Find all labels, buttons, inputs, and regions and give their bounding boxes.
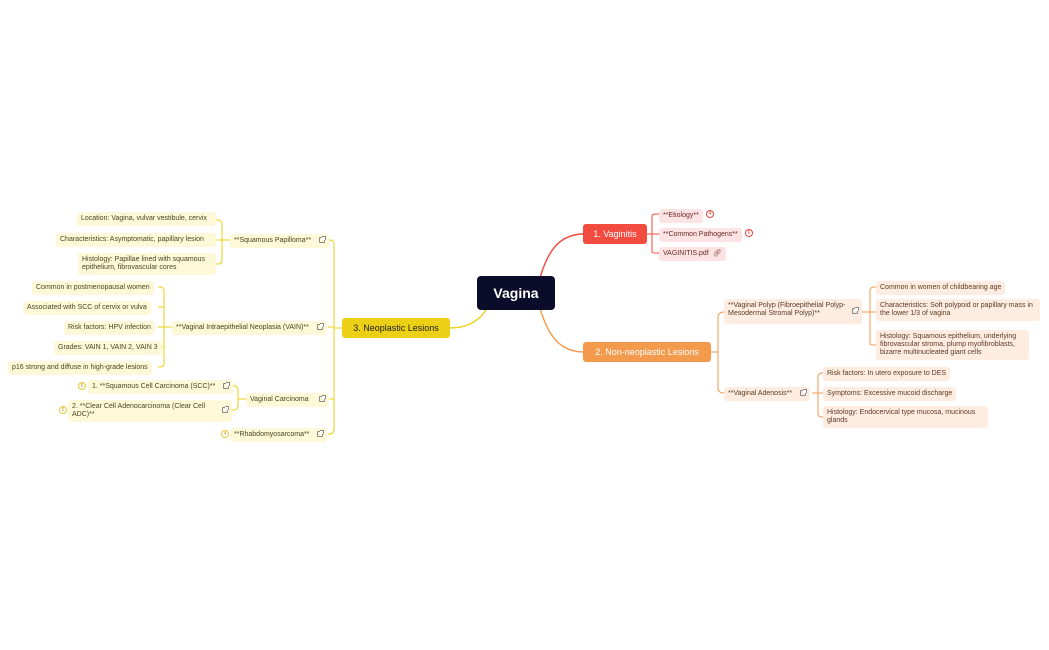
link-vaginitis-sub [646, 213, 660, 254]
external-link-icon[interactable] [800, 389, 808, 397]
rhabdo-label: **Rhabdomyosarcoma** [234, 431, 310, 438]
topic-squamous-papilloma[interactable]: **Squamous Papilloma** [230, 234, 330, 248]
adc-collapsed-count[interactable]: 6 [59, 406, 67, 414]
papilloma-item-label: Histology: Papillae lined with squamous … [82, 256, 205, 271]
topic-vaginal-polyp[interactable]: **Vaginal Polyp (Fibroepithelial Polyp-M… [724, 299, 862, 324]
vain-item-label: p16 strong and diffuse in high-grade les… [12, 364, 148, 371]
link-papilloma-items [216, 219, 230, 265]
vain-item-label: Grades: VAIN 1, VAIN 2, VAIN 3 [58, 344, 158, 351]
topic-neoplastic-lesions[interactable]: 3. Neoplastic Lesions [342, 318, 450, 338]
link-root-vaginitis [539, 233, 585, 279]
topic-clear-cell-adc[interactable]: 2. **Clear Cell Adenocarcinoma (Clear Ce… [68, 400, 232, 422]
external-link-icon[interactable] [316, 323, 324, 331]
external-link-icon[interactable] [223, 382, 231, 390]
scc-label: 1. **Squamous Cell Carcinoma (SCC)** [92, 383, 216, 390]
external-link-icon[interactable] [317, 430, 325, 438]
adc-label: 2. **Clear Cell Adenocarcinoma (Clear Ce… [72, 403, 206, 418]
pathogens-label: **Common Pathogens** [663, 231, 738, 238]
vain-item-label: Common in postmenopausal women [36, 284, 150, 291]
link-root-nonneo [539, 307, 585, 353]
vain-item[interactable]: p16 strong and diffuse in high-grade les… [8, 361, 152, 375]
topic-rhabdomyosarcoma[interactable]: **Rhabdomyosarcoma** [230, 428, 328, 442]
vain-label: **Vaginal Intraepithelial Neoplasia (VAI… [176, 324, 309, 331]
polyp-item-label: Characteristics: Soft polypoid or papill… [880, 302, 1033, 317]
adenosis-item-label: Histology: Endocervical type mucosa, muc… [827, 409, 976, 424]
link-neo-sub [328, 239, 342, 435]
papilloma-item-label: Location: Vagina, vulvar vestibule, cerv… [81, 215, 207, 222]
papilloma-item-label: Characteristics: Asymptomatic, papillary… [60, 236, 204, 243]
topic-etiology[interactable]: **Etiology** [659, 209, 703, 223]
papilloma-item[interactable]: Characteristics: Asymptomatic, papillary… [56, 233, 216, 247]
external-link-icon[interactable] [318, 395, 326, 403]
carcinoma-label: Vaginal Carcinoma [250, 396, 309, 403]
vain-item-label: Associated with SCC of cervix or vulva [27, 304, 147, 311]
topic-vaginal-adenosis[interactable]: **Vaginal Adenosis** [724, 387, 811, 401]
topic-scc[interactable]: 1. **Squamous Cell Carcinoma (SCC)** [88, 380, 234, 394]
link-polyp-items [862, 286, 876, 346]
adenosis-item[interactable]: Histology: Endocervical type mucosa, muc… [823, 406, 988, 428]
polyp-item[interactable]: Histology: Squamous epithelium, underlyi… [876, 330, 1029, 360]
topic-vaginal-carcinoma[interactable]: Vaginal Carcinoma [246, 393, 329, 407]
adenosis-item[interactable]: Risk factors: In utero exposure to DES [823, 367, 951, 381]
vain-item-label: Risk factors: HPV infection [68, 324, 151, 331]
adenosis-item-label: Risk factors: In utero exposure to DES [827, 370, 947, 377]
link-nonneo-sub [710, 311, 726, 394]
topic-vaginitis-pdf[interactable]: VAGINITIS.pdf🔗︎ [659, 247, 726, 261]
scc-collapsed-count[interactable]: 6 [78, 382, 86, 390]
adenosis-label: **Vaginal Adenosis** [728, 390, 793, 397]
vain-item[interactable]: Grades: VAIN 1, VAIN 2, VAIN 3 [54, 341, 162, 355]
vain-item[interactable]: Associated with SCC of cervix or vulva [23, 301, 151, 315]
vain-item[interactable]: Common in postmenopausal women [32, 281, 154, 295]
pdf-label: VAGINITIS.pdf [663, 250, 709, 257]
vain-item[interactable]: Risk factors: HPV infection [64, 321, 155, 335]
pathogens-collapsed-count[interactable]: 6 [745, 229, 753, 237]
link-root-neo [449, 309, 487, 329]
polyp-label: **Vaginal Polyp (Fibroepithelial Polyp-M… [728, 302, 846, 317]
external-link-icon[interactable] [852, 307, 859, 314]
papilloma-label: **Squamous Papilloma** [234, 237, 312, 244]
etiology-collapsed-count[interactable]: 4 [706, 210, 714, 218]
external-link-icon[interactable] [319, 236, 327, 244]
root-topic[interactable]: Vagina [477, 276, 555, 310]
attachment-icon: 🔗︎ [712, 250, 722, 257]
adenosis-item-label: Symptoms: Excessive mucoid discharge [827, 390, 953, 397]
link-carcinoma-items [232, 385, 246, 411]
polyp-item[interactable]: Common in women of childbearing age [876, 281, 1006, 295]
topic-vain[interactable]: **Vaginal Intraepithelial Neoplasia (VAI… [172, 321, 327, 335]
etiology-label: **Etiology** [663, 212, 699, 219]
topic-non-neoplastic-lesions[interactable]: 2. Non-neoplastic Lesions [583, 342, 711, 362]
link-adenosis-items [812, 372, 824, 418]
link-vain-items [158, 286, 172, 368]
topic-common-pathogens[interactable]: **Common Pathogens** [659, 228, 742, 242]
papilloma-item[interactable]: Location: Vagina, vulvar vestibule, cerv… [77, 212, 216, 226]
adenosis-item[interactable]: Symptoms: Excessive mucoid discharge [823, 387, 957, 401]
polyp-item-label: Common in women of childbearing age [880, 284, 1002, 291]
external-link-icon[interactable] [222, 406, 229, 413]
papilloma-item[interactable]: Histology: Papillae lined with squamous … [78, 253, 216, 275]
polyp-item[interactable]: Characteristics: Soft polypoid or papill… [876, 299, 1040, 321]
rhabdo-collapsed-count[interactable]: 4 [221, 430, 229, 438]
topic-vaginitis[interactable]: 1. Vaginitis [583, 224, 647, 244]
polyp-item-label: Histology: Squamous epithelium, underlyi… [880, 333, 1017, 356]
